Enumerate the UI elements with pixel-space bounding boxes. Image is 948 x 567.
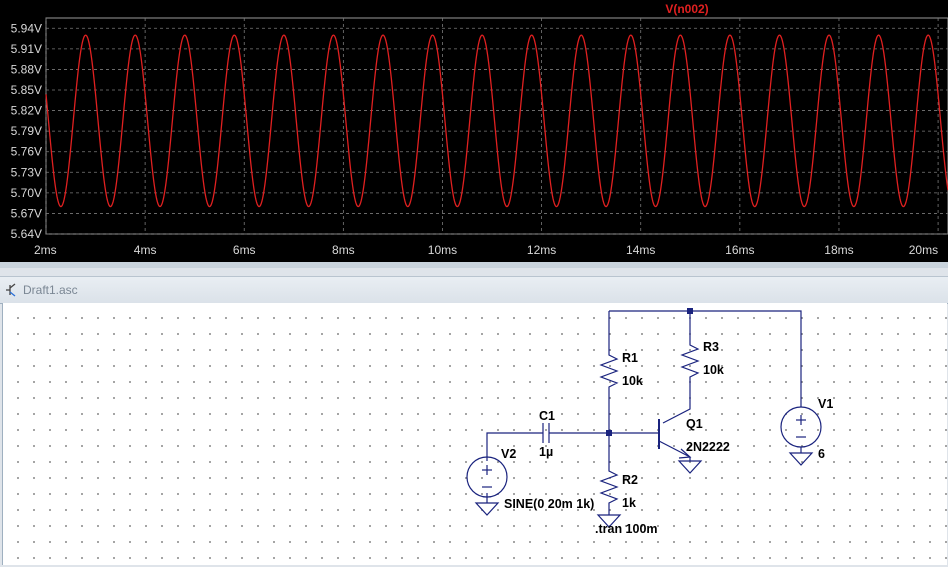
x-tick-label: 16ms [725, 243, 754, 257]
x-axis-ticks: 2ms 4ms 6ms 8ms 10ms 12ms 14ms 16ms 18ms 20ms [34, 243, 938, 257]
resistor-r3[interactable] [680, 337, 700, 379]
ground-q1[interactable] [677, 460, 703, 474]
label-v2-value[interactable]: SINE(0 20m 1k) [504, 497, 594, 511]
y-tick-label: 5.85V [11, 83, 42, 97]
y-axis-ticks: 5.94V 5.91V 5.88V 5.85V 5.82V 5.79V 5.76V 5.73V… [11, 21, 42, 241]
label-r1-name[interactable]: R1 [622, 351, 638, 365]
x-tick-label: 14ms [626, 243, 655, 257]
voltage-source-v1[interactable] [780, 406, 822, 448]
pane-divider[interactable] [0, 262, 948, 268]
waveform-plot[interactable]: 5.94V 5.91V 5.88V 5.85V 5.82V 5.79V 5.76V 5.73V… [0, 0, 948, 262]
voltage-source-v2[interactable] [466, 456, 508, 498]
y-tick-label: 5.88V [11, 62, 42, 76]
label-c1-value[interactable]: 1µ [539, 445, 553, 459]
plot-frame [45, 17, 948, 235]
trace-label[interactable]: V(n002) [665, 2, 708, 16]
label-q1-name[interactable]: Q1 [686, 417, 703, 431]
label-r3-name[interactable]: R3 [703, 340, 719, 354]
schematic-titlebar[interactable]: Draft1.asc [0, 276, 948, 304]
y-tick-label: 5.79V [11, 124, 42, 138]
wires[interactable] [486, 310, 802, 515]
resistor-r1[interactable] [599, 347, 619, 389]
label-c1-name[interactable]: C1 [539, 409, 555, 423]
plot-grid [45, 18, 948, 235]
x-tick-label: 4ms [134, 243, 157, 257]
label-v1-name[interactable]: V1 [818, 397, 833, 411]
y-tick-label: 5.70V [11, 186, 42, 200]
label-r1-value[interactable]: 10k [622, 374, 643, 388]
transistor-q1[interactable] [658, 419, 692, 461]
label-q1-value[interactable]: 2N2222 [686, 440, 730, 454]
resistor-r2[interactable] [599, 463, 619, 505]
ground-r2[interactable] [596, 514, 622, 528]
wire-c1-v2[interactable] [486, 432, 543, 461]
y-tick-label: 5.76V [11, 145, 42, 159]
label-r2-value[interactable]: 1k [622, 496, 636, 510]
schematic-icon [6, 283, 16, 297]
x-tick-label: 20ms [909, 243, 938, 257]
x-tick-label: 8ms [332, 243, 355, 257]
label-v2-name[interactable]: V2 [501, 447, 516, 461]
y-tick-label: 5.73V [11, 165, 42, 179]
junction-top-rail[interactable] [687, 308, 693, 314]
x-tick-label: 18ms [824, 243, 853, 257]
y-tick-label: 5.94V [11, 21, 42, 35]
wire-top-rail[interactable] [609, 310, 802, 407]
y-tick-label: 5.67V [11, 206, 42, 220]
ground-v1[interactable] [788, 452, 814, 466]
spice-directive[interactable]: .tran 100m [595, 522, 658, 536]
y-tick-label: 5.82V [11, 104, 42, 118]
y-tick-label: 5.64V [11, 227, 42, 241]
trace-v-n002[interactable] [45, 34, 948, 208]
label-v1-value[interactable]: 6 [818, 447, 825, 461]
ground-v2[interactable] [474, 502, 500, 516]
y-tick-label: 5.91V [11, 42, 42, 56]
schematic-canvas[interactable]: R1 10k R3 10k R2 1k C1 1µ Q1 2N2222 V1 6… [2, 303, 947, 565]
junction-base-node[interactable] [606, 430, 612, 436]
x-tick-label: 6ms [233, 243, 256, 257]
label-r3-value[interactable]: 10k [703, 363, 724, 377]
label-r2-name[interactable]: R2 [622, 473, 638, 487]
x-tick-label: 12ms [527, 243, 556, 257]
capacitor-c1[interactable] [542, 423, 550, 443]
x-tick-label: 10ms [428, 243, 457, 257]
schematic-drawing[interactable]: R1 10k R3 10k R2 1k C1 1µ Q1 2N2222 V1 6… [3, 303, 947, 565]
waveform-plot-pane[interactable]: 5.94V 5.91V 5.88V 5.85V 5.82V 5.79V 5.76V 5.73V… [0, 0, 948, 262]
wire-collector[interactable] [662, 379, 691, 424]
schematic-title: Draft1.asc [23, 283, 78, 297]
x-tick-label: 2ms [34, 243, 57, 257]
